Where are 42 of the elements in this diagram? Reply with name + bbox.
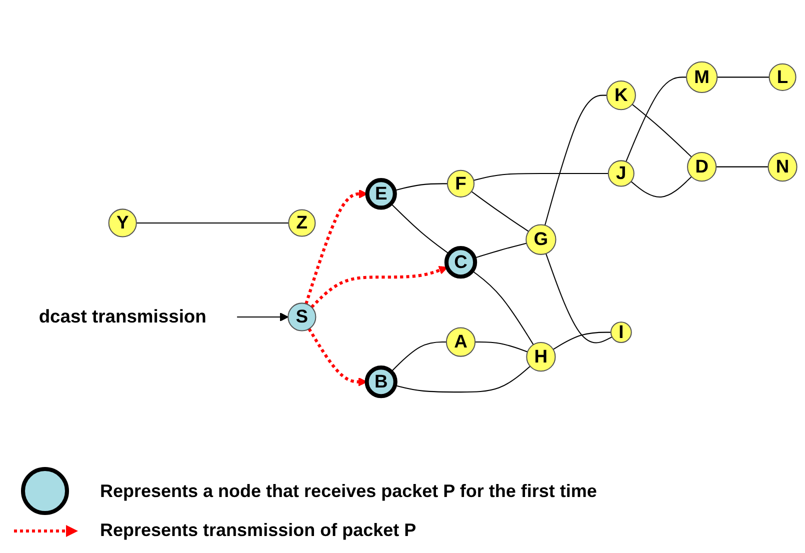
node-circle: E <box>365 178 397 210</box>
arrow <box>308 328 368 386</box>
connector <box>632 104 692 158</box>
legend-text: Represents transmission of packet P <box>100 520 416 541</box>
node-circle: I <box>610 322 632 344</box>
connector <box>475 342 528 352</box>
connector <box>394 366 531 393</box>
arrow <box>310 266 448 308</box>
node-circle: Z <box>288 209 316 237</box>
legend-text: Represents a node that receives packet P for the first time <box>100 480 597 502</box>
connector <box>390 203 450 254</box>
node-circle: B <box>364 366 398 398</box>
connector <box>390 342 446 372</box>
connector <box>552 332 611 350</box>
node-circle: K <box>606 80 636 110</box>
node-circle: J <box>608 160 634 187</box>
node-circle: L <box>768 63 796 91</box>
node-circle: H <box>526 342 556 372</box>
connector <box>394 183 448 191</box>
node-circle: Y <box>108 208 137 238</box>
connector <box>544 94 607 226</box>
connector <box>474 242 527 259</box>
node-circle: G <box>526 224 556 255</box>
node-circle: A <box>446 327 476 357</box>
connector <box>717 76 770 78</box>
node-text: dcast transmission <box>38 306 206 327</box>
node-circle: S <box>288 302 316 332</box>
node-circle: N <box>768 152 798 182</box>
connector <box>626 76 686 162</box>
connector <box>716 166 768 168</box>
connector <box>630 176 692 198</box>
arrow <box>304 189 368 304</box>
node-circle: M <box>686 61 718 94</box>
connector <box>471 191 529 232</box>
connector <box>474 172 608 181</box>
node-circle: F <box>446 170 475 198</box>
node-circle: C <box>444 246 478 279</box>
arrow <box>237 312 289 322</box>
node-circle: D <box>687 152 717 182</box>
connector <box>472 270 534 345</box>
connector <box>545 253 612 344</box>
connector <box>136 222 289 224</box>
